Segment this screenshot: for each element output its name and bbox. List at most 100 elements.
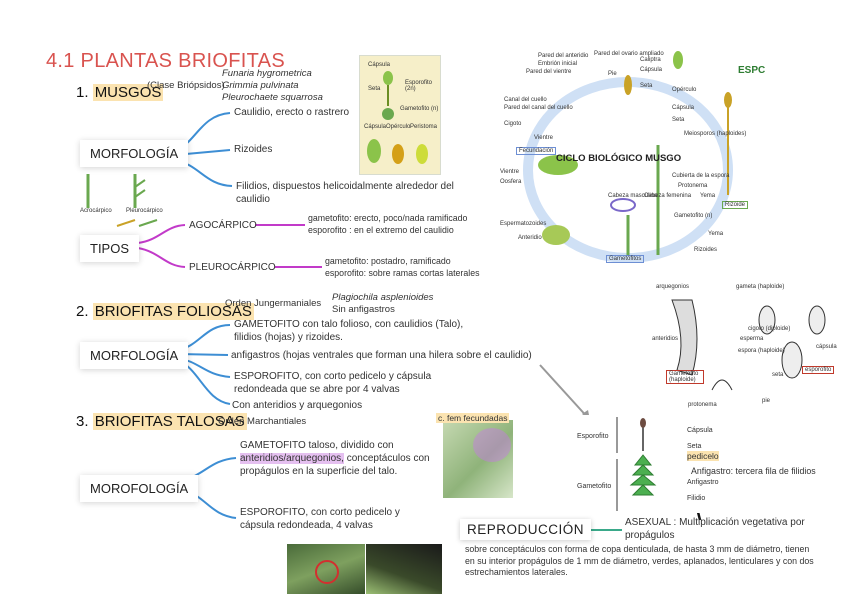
ciclo-label-0: Pared del anteridio [538, 53, 589, 59]
fig-hep-label-11: Gametofito (haploide) [666, 370, 704, 384]
musgos-tipos-box: TIPOS [80, 235, 140, 262]
agocarpico-label: AGOCÁRPICO [189, 220, 257, 231]
talosas-gametofito-post: conceptáculos con propágulos en la super… [240, 453, 430, 477]
ciclo-label-8: Canal del cuello [504, 97, 547, 103]
ciclo-label-5: Caliptra [640, 57, 661, 63]
ciclo-label-24: Anteridio [518, 235, 542, 241]
foliosas-number: 2. [76, 303, 89, 320]
foliosas-heading: 2. BRIOFITAS FOLIOSAS [76, 303, 254, 320]
foliosas-species: Plagiochila asplenioides [332, 292, 434, 303]
fig-fol-label-gametofito: Gametofito [577, 483, 612, 490]
foliosas-item-gametofito: GAMETOFITO con talo folioso, con caulidi… [234, 319, 464, 343]
ciclo-label-16: Meiosporos (haploides) [684, 131, 747, 137]
pleurocarpico-label: PLEUROCÁRPICO [189, 262, 276, 273]
musgos-heading: 1. MUSGOS [76, 84, 164, 101]
fig-hep-label-9: protonema [688, 402, 717, 408]
ciclo-label-6: Cápsula [640, 67, 663, 73]
acrocarpico-drawing-label: Acrocárpico [80, 208, 112, 214]
fig-fol-label-esporofito: Esporofito [577, 433, 609, 440]
foliosas-item-esporofito: ESPOROFITO, con corto pedicelo y cápsula… [234, 371, 432, 395]
foliosas-orden: Orden Jungermaniales [225, 298, 322, 309]
fig-hep-label-1: anteridios [652, 336, 679, 342]
fig-musgo-label-gametofito: Gametofito (n) [400, 106, 439, 112]
ciclo-label-17: Cubierta de la espora [672, 173, 730, 179]
fig-hep-label-0: arquegonios [656, 284, 690, 290]
fig-fol-label-filidio: Filidio [687, 495, 706, 502]
fig-musgo-label-esporofito: Esporofito (2n) [405, 80, 433, 92]
foliosas-morfologia-box: MORFOLOGÍA [80, 342, 189, 369]
talosas-name: BRIOFITAS TALOSAS [92, 413, 247, 430]
fig-hep-label-2: gameta (haploide) [736, 284, 785, 290]
foliosas-item-anfigastros: anfigastros (hojas ventrales que forman … [231, 350, 532, 361]
musgos-clase: (Clase Briópsidos) [147, 80, 225, 91]
talosas-photo [443, 420, 513, 498]
musgos-item-caulidio: Caulidio, erecto o rastrero [234, 107, 350, 118]
ciclo-biologico-diagram: CICLO BIOLÓGICO MUSGO ESPC Pared del ant… [498, 45, 768, 267]
pleurocarpico-drawing-label: Pleurocárpico [126, 208, 163, 214]
musgo-drawings: Acrocárpico Pleurocárpico [80, 172, 163, 214]
ciclo-label-21: Vientre [500, 169, 519, 175]
fig-musgo-label-capsula2: Cápsula [364, 124, 387, 130]
ciclo-label-30: Yema [708, 231, 724, 237]
fig-hep-label-4: esperma [740, 336, 764, 342]
page-title: 4.1 PLANTAS BRIOFITAS [46, 50, 285, 72]
fig-hep-label-6: cápsula [816, 344, 837, 350]
fig-fol-label-seta: Seta [687, 443, 702, 450]
ciclo-label-29: Rizoides [694, 247, 718, 253]
ciclo-label-12: Fecundación [516, 147, 557, 155]
photo-circle [315, 560, 339, 584]
ciclo-label-1: Embrión inicial [538, 61, 578, 67]
talosas-orden: Orden Marchantiales [218, 416, 307, 427]
talosas-gametofito-arquegonios: arquegonios, [286, 453, 344, 464]
ciclo-label-27: Gametofito (n) [674, 213, 713, 219]
musgos-morfologia-box: MORFOLOGÍA [80, 140, 189, 167]
musgos-species-2: Grimmia pulvinata [222, 80, 299, 91]
ciclo-label-23: Espermatozoides [500, 221, 547, 227]
fig-fol-label-anfigastro: Anfigastro [687, 479, 719, 486]
ciclo-label-11: Vientre [534, 135, 553, 141]
espc-label: ESPC [738, 65, 766, 76]
pleurocarpico-desc-1: gametofito: postadro, ramificado [325, 256, 451, 266]
fig-hep-label-10: esporofito [802, 366, 835, 374]
musgos-number: 1. [76, 84, 89, 101]
ciclo-label-10: Cigoto [504, 121, 522, 127]
talosas-heading: 3. BRIOFITAS TALOSAS [76, 413, 247, 430]
reproduccion-desc: sobre conceptáculos con forma de copa de… [465, 544, 814, 577]
musgos-species-3: Pleurochaete squarrosa [222, 92, 323, 103]
talosas-esporofito: ESPOROFITO, con corto pedicelo y cápsula… [240, 507, 400, 531]
ciclo-title: CICLO BIOLÓGICO MUSGO [556, 153, 682, 164]
hepatica-cycle-figure: arquegonios anteridios gameta (haploide)… [652, 280, 840, 410]
fig-musgo-label-peristoma: Peristoma [410, 124, 438, 130]
photo-highlight [473, 428, 511, 462]
reproduccion-label: REPRODUCCIÓN [460, 519, 592, 540]
photo-label: c. fem fecundadas [436, 413, 510, 423]
ciclo-label-9: Pared del canal del cuello [504, 105, 573, 111]
ciclo-label-4: Pie [608, 71, 617, 77]
ciclo-label-19: Yema [700, 193, 716, 199]
pleurocarpico-desc-2: esporofito: sobre ramas cortas laterales [325, 268, 480, 278]
fig-hep-label-7: seta [772, 372, 784, 378]
ciclo-label-15: Seta [672, 117, 685, 123]
agocarpico-desc-2: esporofito : en el extremo del caulidio [308, 225, 454, 235]
reproduccion-asexual: ASEXUAL : Multiplicación vegetativa por … [625, 517, 805, 541]
talosas-morfologia-box: MOROFOLOGÍA [80, 475, 199, 502]
foliosas-note: Sin anfigastros [332, 304, 395, 315]
talosas-gametofito: GAMETOFITO taloso, dividido con anteridi… [240, 439, 440, 478]
foliosas-item-anteridios: Con anteridios y arquegonios [232, 400, 363, 411]
fig-fol-label-capsula: Cápsula [687, 427, 713, 434]
musgo-structure-figure: Cápsula Seta Esporofito (2n) Gametofito … [359, 55, 441, 175]
ciclo-label-20: Rizoide [722, 201, 749, 209]
fig-musgo-label-seta: Seta [368, 86, 381, 92]
foliosa-structure-figure: Esporofito Cápsula Seta pedicelo Gametof… [575, 415, 835, 513]
fig-fol-label-anfigastro-desc: Anfigastro: tercera fila de filidios [691, 466, 816, 476]
fig-musgo-label-capsula: Cápsula [368, 62, 391, 68]
musgos-name: MUSGOS [92, 84, 164, 101]
talosas-number: 3. [76, 413, 89, 430]
musgos-item-rizoides: Rizoides [234, 144, 273, 155]
propagulos-photo-2 [366, 544, 442, 594]
fig-hep-label-8: pie [762, 398, 771, 404]
ciclo-label-13: Opérculo [672, 87, 697, 93]
musgos-item-filidios: Filidios, dispuestos helicoidalmente alr… [236, 181, 454, 205]
fig-hep-label-5: espora (haploide) [738, 348, 785, 354]
ciclo-label-26: Cabeza femenina [644, 193, 692, 199]
